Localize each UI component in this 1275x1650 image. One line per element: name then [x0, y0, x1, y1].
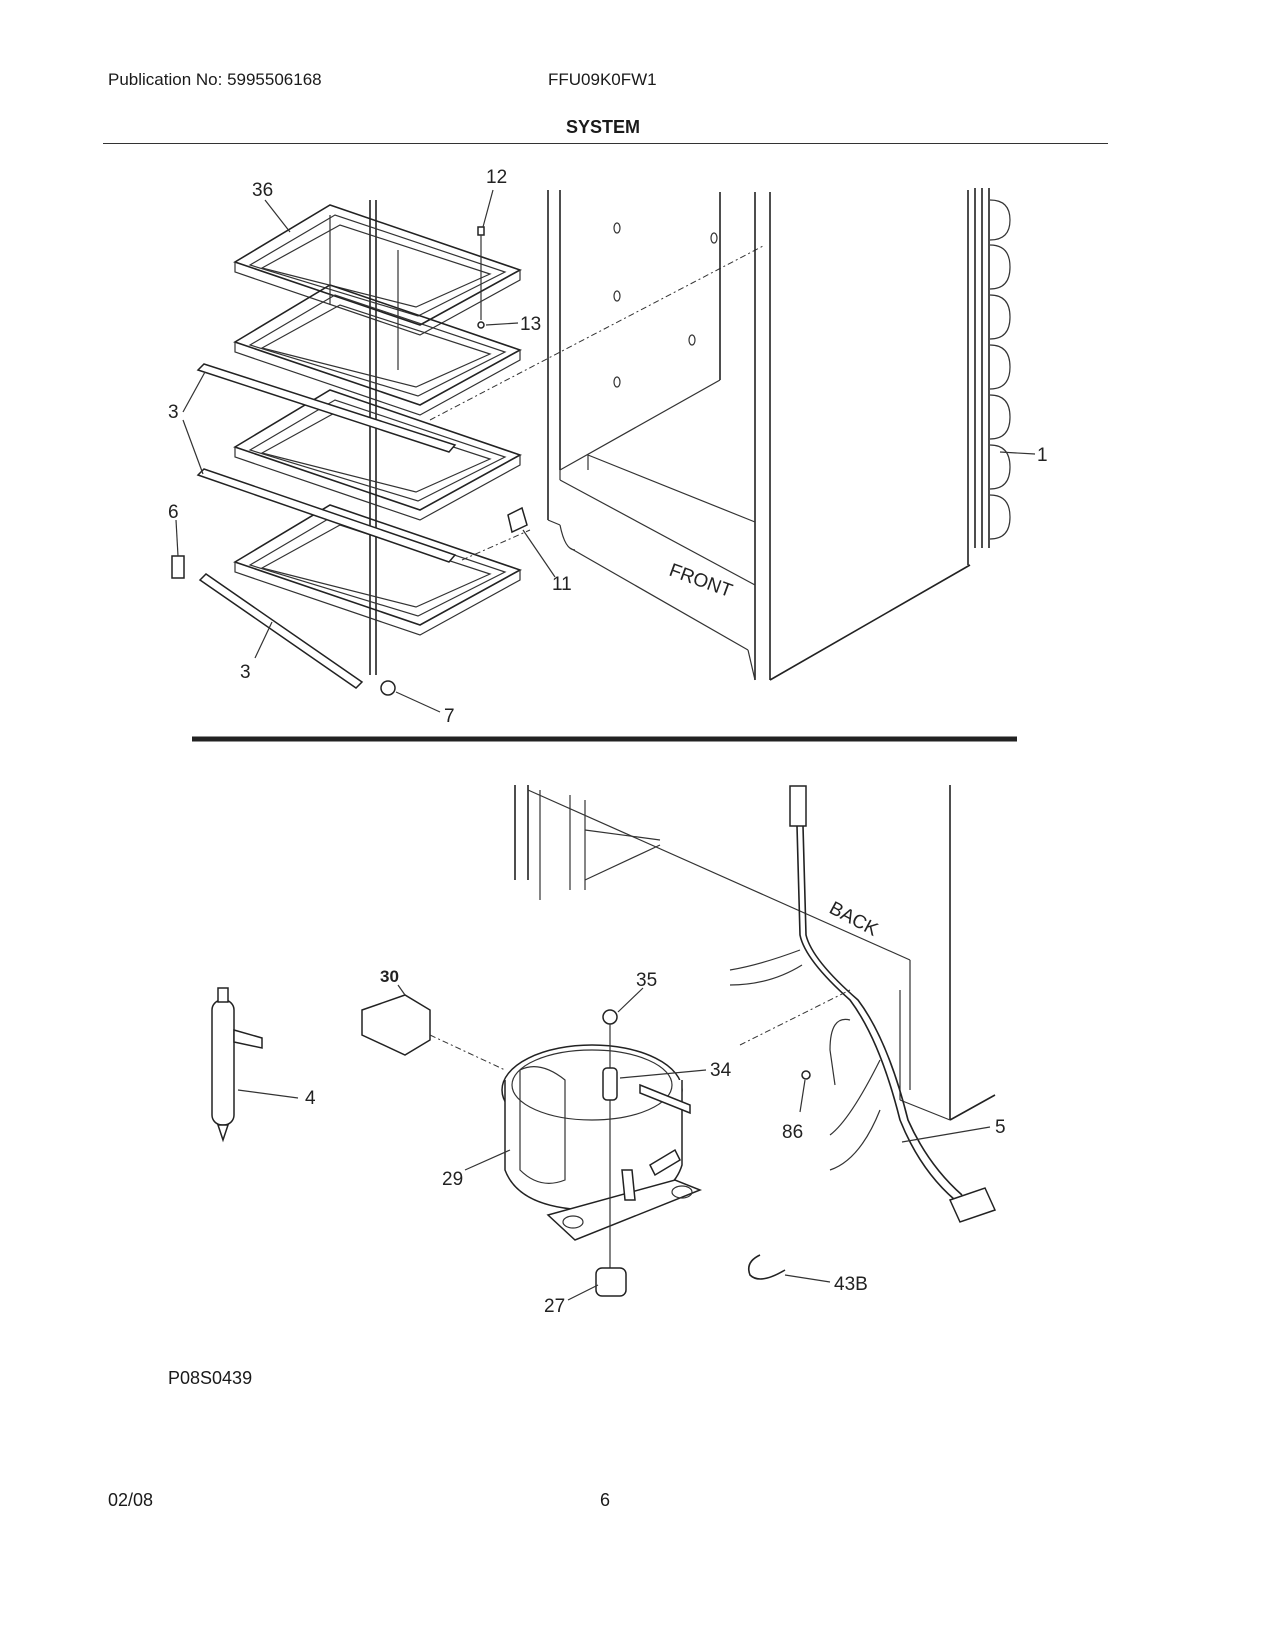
footer-date: 02/08 — [108, 1490, 154, 1510]
callout-11: 11 — [552, 574, 572, 595]
clip-part-43b — [747, 1254, 786, 1280]
evaporator-shelf-assembly — [233, 200, 522, 675]
callout-29: 29 — [442, 1169, 463, 1190]
screw — [329, 215, 485, 370]
bracket-part-11 — [507, 506, 528, 534]
callout-3-lower: 3 — [240, 662, 251, 683]
callout-13: 13 — [520, 314, 541, 335]
callout-4: 4 — [305, 1088, 316, 1109]
cabinet-outline — [547, 190, 971, 681]
model-number: FFU09K0FW1 — [548, 70, 657, 89]
grommet-part-27 — [595, 1267, 627, 1297]
header-rule — [103, 143, 1108, 144]
power-cord — [729, 785, 997, 1223]
callout-7: 7 — [444, 706, 455, 727]
front-label: FRONT — [666, 560, 735, 602]
page-number: 6 — [600, 1490, 611, 1510]
callout-12: 12 — [486, 167, 507, 188]
callout-27: 27 — [544, 1296, 565, 1317]
clip-part-6 — [171, 555, 185, 579]
callout-86: 86 — [782, 1122, 803, 1143]
screw-part-86 — [801, 1070, 811, 1080]
page-title: SYSTEM — [566, 117, 641, 137]
callout-34: 34 — [710, 1060, 732, 1081]
callout-1: 1 — [1037, 445, 1048, 466]
callout-3-upper: 3 — [168, 402, 179, 423]
shelf-retainer — [196, 363, 457, 689]
condenser-coil — [974, 188, 1011, 548]
callout-30: 30 — [380, 967, 399, 986]
callout-6: 6 — [168, 502, 179, 523]
filter-drier — [211, 987, 263, 1143]
callout-43b: 43B — [834, 1274, 868, 1295]
bolt-part-35 — [602, 1009, 618, 1025]
diagram-code: P08S0439 — [168, 1368, 253, 1388]
cabinet-back-outline — [514, 785, 996, 1121]
sleeve-part-34 — [602, 1067, 618, 1101]
publication-number: Publication No: 5995506168 — [108, 70, 322, 89]
callout-35: 35 — [636, 970, 657, 991]
compressor — [501, 1044, 703, 1241]
callout-5: 5 — [995, 1117, 1006, 1138]
fitting-part-7 — [380, 680, 396, 696]
callout-36: 36 — [252, 180, 273, 201]
relay-part-30 — [361, 994, 431, 1056]
